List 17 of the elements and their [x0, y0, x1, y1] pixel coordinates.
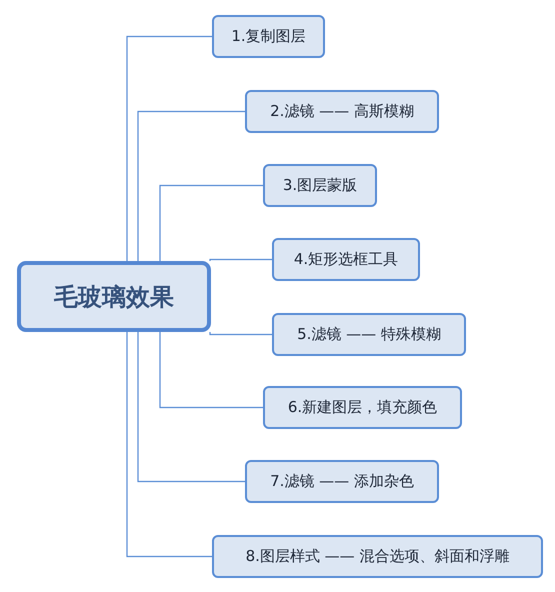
- step-box: 4.矩形选框工具: [272, 238, 420, 281]
- connector-line: [159, 332, 263, 408]
- step-box: 1.复制图层: [212, 15, 325, 58]
- step-box: 8.图层样式 —— 混合选项、斜面和浮雕: [212, 535, 543, 578]
- step-box: 6.新建图层，填充颜色: [263, 386, 462, 429]
- topic-box: 毛玻璃效果: [17, 261, 211, 332]
- connector-line: [137, 110, 245, 261]
- connector-line: [137, 332, 245, 482]
- connector-line: [159, 184, 263, 261]
- connector-line: [126, 332, 212, 558]
- step-box: 7.滤镜 —— 添加杂色: [245, 460, 439, 503]
- step-box: 2.滤镜 —— 高斯模糊: [245, 90, 439, 133]
- step-box: 3.图层蒙版: [263, 164, 377, 207]
- connector-line: [209, 332, 272, 336]
- connector-line: [209, 258, 272, 261]
- connector-line: [126, 36, 212, 261]
- step-box: 5.滤镜 —— 特殊模糊: [272, 313, 466, 356]
